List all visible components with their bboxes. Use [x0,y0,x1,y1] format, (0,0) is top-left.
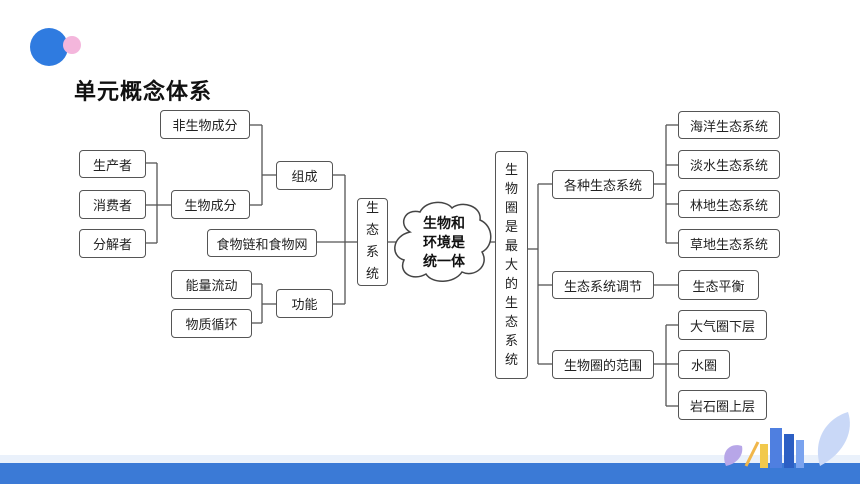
ecosystem-regulation-box: 生态系统调节 [552,271,654,299]
biosphere-char: 态 [504,314,518,330]
ecosystem-char: 生 [365,201,379,216]
ecosystem-types-box: 各种生态系统 [552,170,654,199]
footer-bar [0,463,860,484]
composition-box: 组成 [276,161,333,190]
ecological-balance-box: 生态平衡 [678,270,759,300]
center-line-1: 生物和 [423,215,465,232]
biosphere-char: 系 [504,333,518,349]
matter-cycle-box: 物质循环 [171,309,252,338]
biosphere-range-box: 生物圈的范围 [552,350,654,379]
producer-box: 生产者 [79,150,146,178]
biosphere-char: 统 [504,352,518,368]
center-line-3: 统一体 [423,253,465,270]
consumer-box: 消费者 [79,190,146,219]
ecosystem-vertical-box: 生 态 系 统 [357,198,388,286]
biosphere-char: 物 [504,181,518,197]
books-decoration-icon [724,412,850,468]
center-cloud-text: 生物和 环境是 统一体 [396,212,492,274]
forest-ecosystem-box: 林地生态系统 [678,190,780,218]
center-line-2: 环境是 [423,234,465,251]
ecosystem-char: 态 [365,223,379,238]
decorative-pink-dot [63,36,81,54]
grassland-ecosystem-box: 草地生态系统 [678,229,780,258]
freshwater-ecosystem-box: 淡水生态系统 [678,150,780,179]
center-cloud [394,201,492,282]
biosphere-vertical-box: 生 物 圈 是 最 大 的 生 态 系 统 [495,151,528,379]
atmosphere-box: 大气圈下层 [678,310,767,340]
decomposer-box: 分解者 [79,229,146,258]
energy-flow-box: 能量流动 [171,270,252,299]
marine-ecosystem-box: 海洋生态系统 [678,111,780,139]
decorative-blue-dot [30,28,68,66]
lithosphere-box: 岩石圈上层 [678,390,767,420]
biosphere-char: 大 [504,257,518,273]
hydrosphere-box: 水圈 [678,350,730,379]
ecosystem-char: 系 [365,245,379,260]
biosphere-char: 生 [504,295,518,311]
function-box: 功能 [276,289,333,318]
biosphere-char: 的 [504,276,518,292]
ecosystem-char: 统 [365,267,379,282]
biosphere-char: 是 [504,219,518,235]
foodchain-box: 食物链和食物网 [207,229,317,257]
living-component-box: 生物成分 [171,190,250,219]
nonliving-component-box: 非生物成分 [160,110,250,139]
footer-light-band [0,455,860,463]
biosphere-char: 生 [504,162,518,178]
biosphere-char: 最 [504,238,518,254]
biosphere-char: 圈 [504,200,518,216]
page-title: 单元概念体系 [74,80,213,105]
